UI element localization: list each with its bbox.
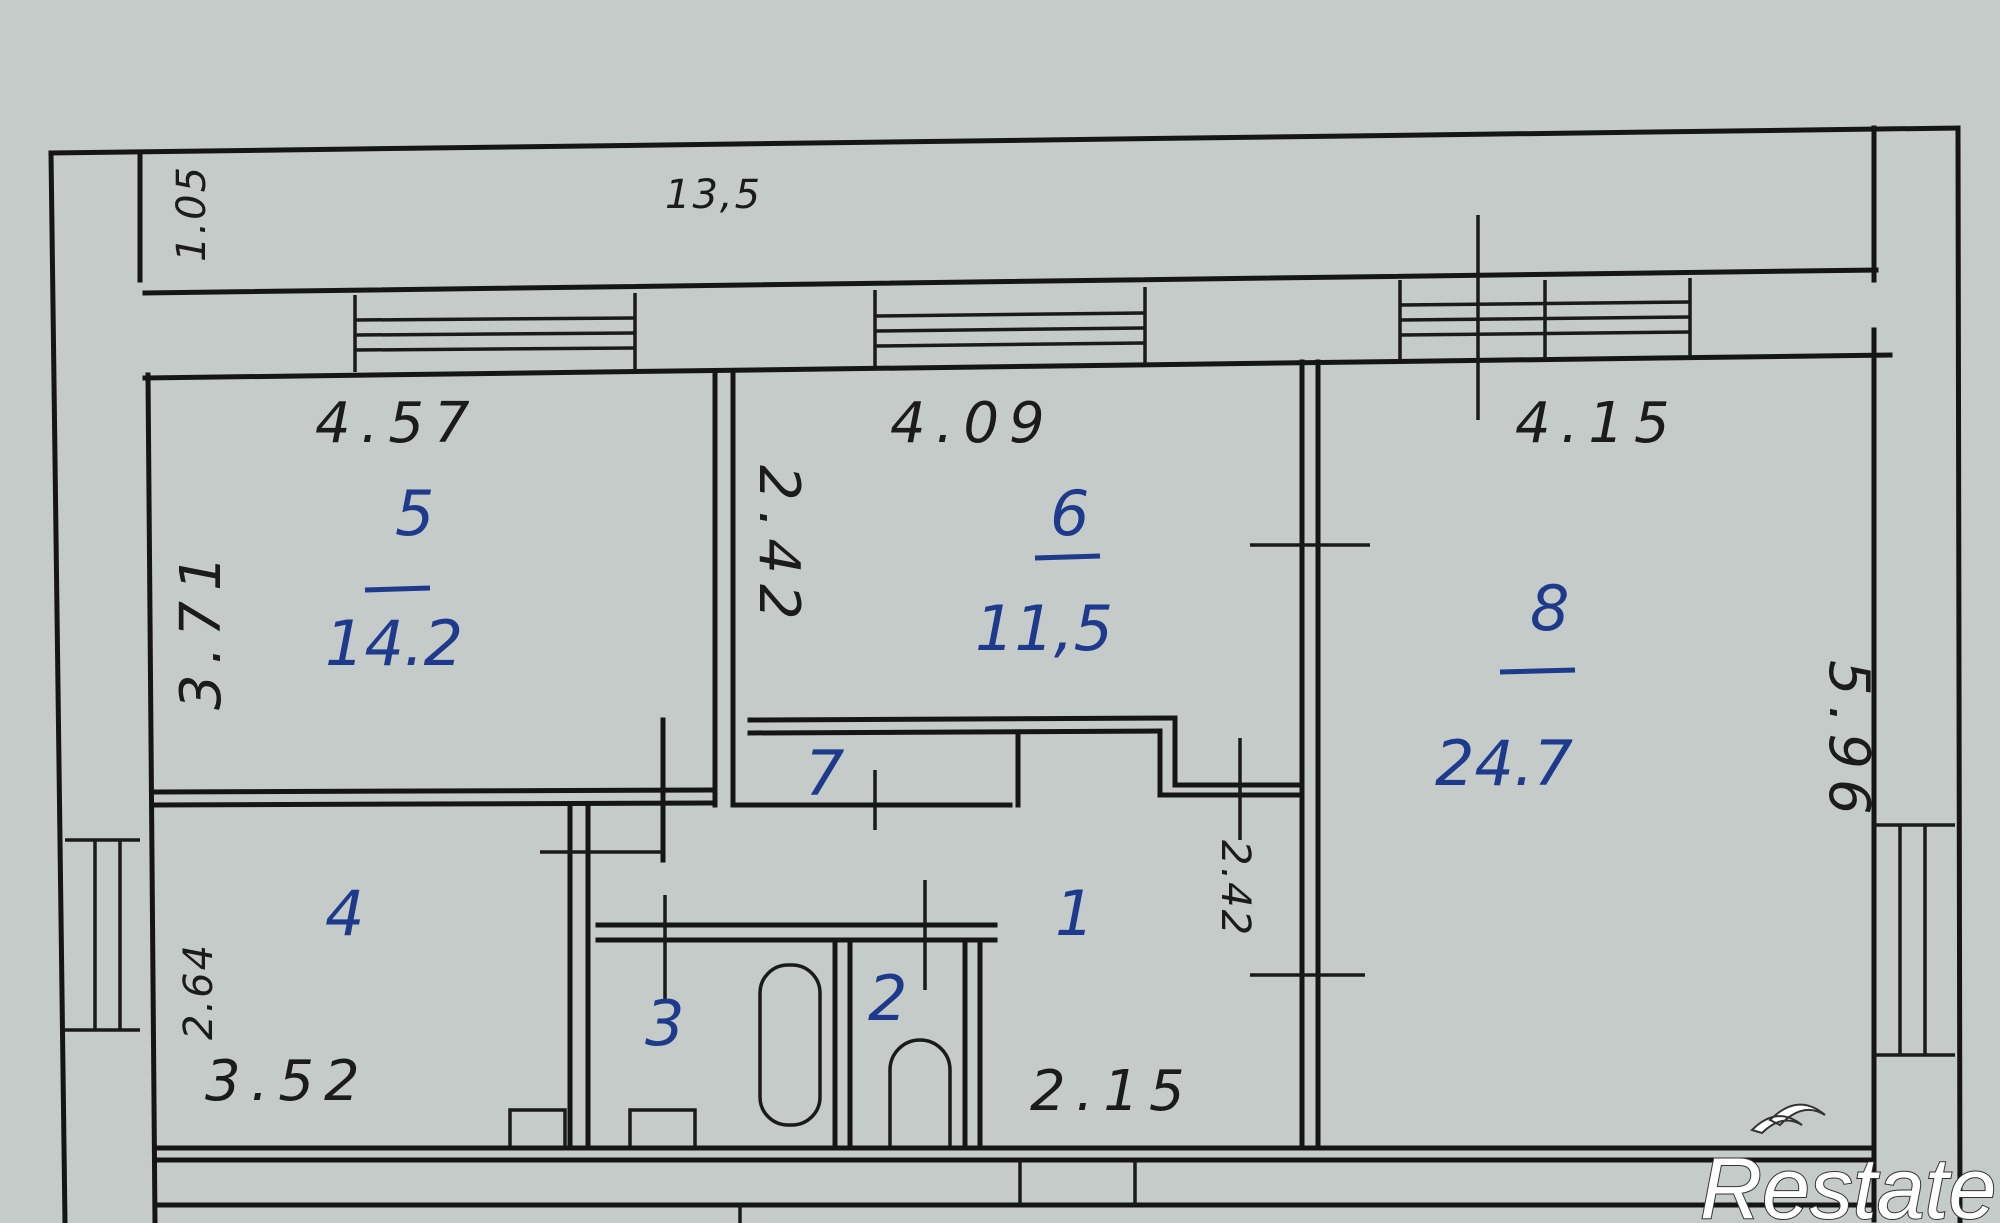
dim-room6-depth: 2.42 bbox=[746, 465, 811, 630]
walls bbox=[48, 125, 1963, 1223]
dim-room8-depth: 5.96 bbox=[1816, 660, 1881, 825]
toilet-icon bbox=[888, 1038, 952, 1148]
room-6-area: 11,5 bbox=[975, 592, 1113, 665]
signal-arcs-icon bbox=[1750, 1103, 1826, 1135]
dim-room5-depth: 3.71 bbox=[169, 545, 234, 710]
room-3-number: 3 bbox=[645, 987, 684, 1060]
room-8-area: 24.7 bbox=[1435, 727, 1573, 800]
dim-balcony-depth: 1.05 bbox=[169, 165, 215, 262]
room-8-number: 8 bbox=[1530, 572, 1569, 645]
room-6-number: 6 bbox=[1050, 477, 1089, 550]
room-labels: 5 14.2 6 11,5 8 24.7 7 4 3 2 1 bbox=[325, 477, 1576, 1060]
dim-room6-width: 4.09 bbox=[890, 391, 1055, 456]
dim-total-length: 13,5 bbox=[665, 172, 762, 218]
restate-watermark-logo: Restate bbox=[1699, 1103, 1997, 1223]
watermark-text: Restate bbox=[1700, 1141, 1996, 1223]
dim-hall-width: 2.15 bbox=[1030, 1059, 1195, 1124]
dim-room8-width: 4.15 bbox=[1515, 391, 1680, 456]
room-7-number: 7 bbox=[805, 737, 844, 810]
dim-room4-width: 3.52 bbox=[205, 1049, 370, 1114]
room-2-number: 2 bbox=[868, 962, 907, 1035]
dim-room5-width: 4.57 bbox=[315, 391, 480, 456]
room-5-area: 14.2 bbox=[325, 607, 463, 680]
room-4-number: 4 bbox=[325, 877, 364, 950]
bathtub-icon bbox=[758, 963, 822, 1127]
dim-room4-depth: 2.64 bbox=[176, 943, 222, 1040]
room-5-number: 5 bbox=[395, 477, 434, 550]
room-1-number: 1 bbox=[1055, 877, 1094, 950]
dim-hall-depth: 2.42 bbox=[1212, 840, 1258, 937]
dimension-labels: 13,5 1.05 4.57 4.09 4.15 3.71 2.42 2.64 … bbox=[169, 165, 1881, 1124]
